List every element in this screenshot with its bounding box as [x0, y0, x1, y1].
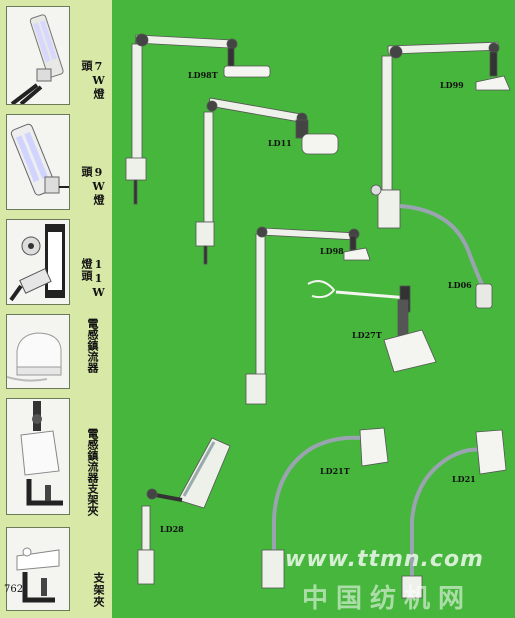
lamp-head-9w-image: [7, 115, 69, 209]
lamp-ld27t: [307, 280, 437, 373]
panel-7w-lamp: [6, 6, 70, 105]
product-code-ld28: LD28: [160, 524, 184, 534]
panel-ballast-clamp: [6, 398, 70, 515]
product-code-ld21t: LD21T: [320, 466, 350, 476]
label-ballast-text: 電感鎮流器: [86, 318, 99, 373]
label-ballast-clamp: 電感鎮流器支架夾: [86, 428, 104, 516]
lamp-ld06: [399, 204, 493, 309]
label-ballast-clamp-text: 電感鎮流器支架夾: [86, 428, 99, 516]
lamp-ld21t: [261, 427, 389, 589]
panel-clamp: [6, 527, 70, 611]
product-code-ld27t: LD27T: [352, 330, 382, 340]
panel-9w-lamp: [6, 114, 70, 210]
product-code-ld98t: LD98T: [188, 70, 218, 80]
lamp-ld21: [401, 429, 507, 599]
lamp-ld98t: [125, 33, 271, 205]
panel-11w-lamp: [6, 219, 70, 305]
lamp-head-7w-image: [7, 7, 69, 104]
product-code-ld06: LD06: [448, 280, 472, 290]
label-9w-lamp: 9W燈頭: [80, 166, 105, 206]
product-code-ld99: LD99: [440, 80, 464, 90]
lamp-illustrations: [125, 33, 511, 599]
product-code-ld21: LD21: [452, 474, 476, 484]
label-clamp: 支架夾: [92, 572, 105, 608]
watermark-url: www.ttmn.com: [285, 547, 484, 572]
sidebar: 7W燈頭 9W燈頭 11W燈頭: [0, 0, 112, 618]
product-code-ld98: LD98: [320, 246, 344, 256]
product-code-ld11: LD11: [268, 138, 292, 148]
panel-ballast: [6, 314, 70, 389]
label-11w-lamp: 11W燈頭: [80, 258, 105, 300]
label-7w-lamp: 7W燈頭: [80, 60, 105, 100]
product-area: LD98T LD99 LD11 LD98 LD06 LD27T LD21T LD…: [112, 0, 515, 618]
clamp-image: [7, 528, 69, 610]
lamp-ld98: [245, 226, 371, 405]
lamp-ld99: [370, 41, 511, 229]
watermark-cn: 中国纺机网: [302, 584, 473, 614]
ballast-clamp-image: [7, 399, 69, 514]
lamp-ld28: [137, 437, 231, 585]
label-ballast: 電感鎮流器: [86, 318, 104, 373]
ballast-image: [7, 315, 69, 388]
lamp-head-11w-image: [7, 220, 69, 304]
lamp-ld11: [195, 97, 339, 265]
page-number: 762: [4, 584, 24, 595]
